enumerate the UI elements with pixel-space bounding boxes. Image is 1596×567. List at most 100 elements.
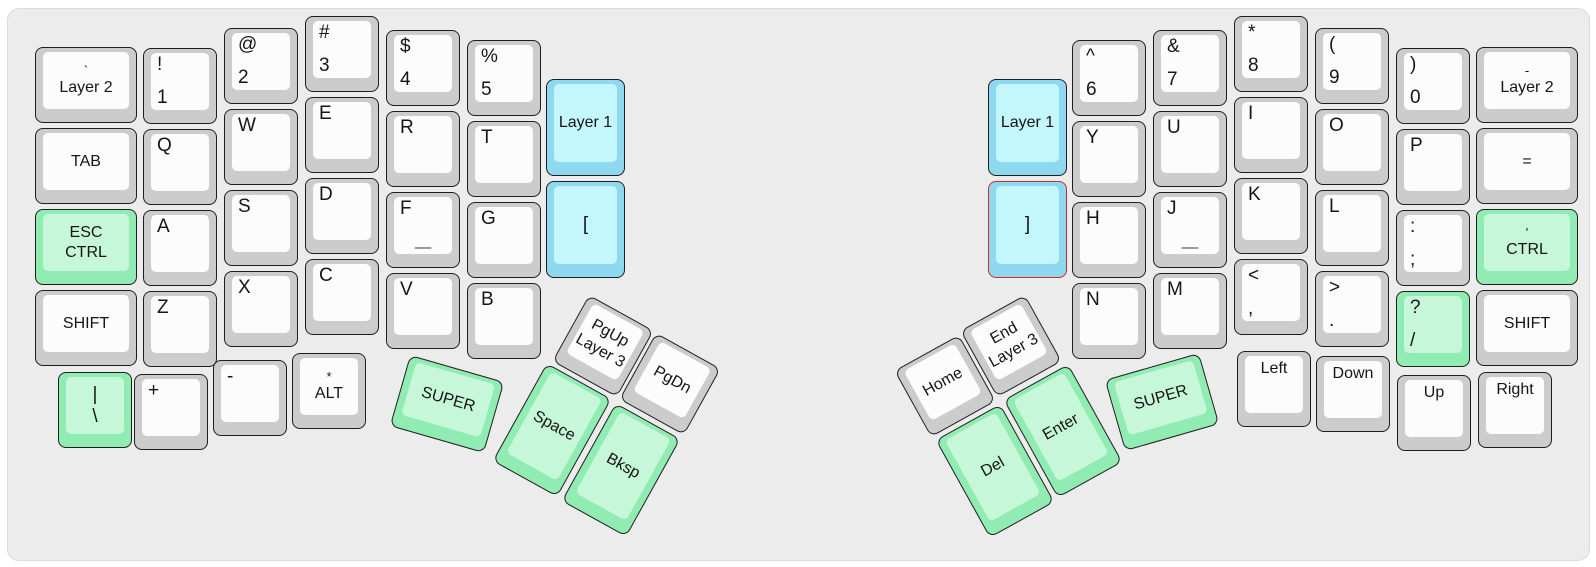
key-c[interactable]: C bbox=[305, 259, 379, 335]
key-layer2-left[interactable]: `Layer 2 bbox=[35, 47, 137, 123]
key-shift-right[interactable]: SHIFT bbox=[1476, 290, 1578, 366]
key-7[interactable]: &7 bbox=[1153, 30, 1227, 106]
key-d[interactable]: D bbox=[305, 178, 379, 254]
key-label: | bbox=[92, 384, 98, 406]
key-0[interactable]: )0 bbox=[1396, 48, 1470, 124]
key-b[interactable]: B bbox=[467, 283, 541, 359]
key-label: Home bbox=[919, 364, 966, 400]
key-w[interactable]: W bbox=[224, 109, 298, 185]
keycap-top: I bbox=[1242, 102, 1300, 159]
key-o[interactable]: O bbox=[1315, 109, 1389, 185]
key-x[interactable]: X bbox=[224, 271, 298, 347]
key-1[interactable]: !1 bbox=[143, 48, 217, 124]
key-p[interactable]: P bbox=[1396, 129, 1470, 205]
key-l[interactable]: L bbox=[1315, 190, 1389, 266]
key-label: E bbox=[319, 103, 332, 124]
key-label: F bbox=[400, 198, 412, 219]
key-layer1-left[interactable]: Layer 1 bbox=[546, 79, 625, 176]
key-label: Right bbox=[1496, 381, 1534, 398]
key-minus[interactable]: - bbox=[213, 360, 287, 436]
key-r[interactable]: R bbox=[386, 111, 460, 187]
key-label: C bbox=[319, 265, 333, 286]
key-layer1-right[interactable]: Layer 1 bbox=[988, 79, 1067, 176]
key-y[interactable]: Y bbox=[1072, 121, 1146, 197]
key-label: CTRL bbox=[65, 243, 107, 261]
key-9[interactable]: (9 bbox=[1315, 28, 1389, 104]
key-2[interactable]: @2 bbox=[224, 28, 298, 104]
key-q[interactable]: Q bbox=[143, 129, 217, 205]
keycap-top: [ bbox=[554, 186, 617, 264]
key-arrow-up[interactable]: Up bbox=[1397, 375, 1471, 451]
key-4[interactable]: $4 bbox=[386, 30, 460, 106]
key-i[interactable]: I bbox=[1234, 97, 1308, 173]
key-g[interactable]: G bbox=[467, 202, 541, 278]
key-alt[interactable]: *ALT bbox=[292, 353, 366, 429]
keycap-top: M bbox=[1161, 278, 1219, 335]
keycap-top: C bbox=[313, 264, 371, 321]
key-u[interactable]: U bbox=[1153, 111, 1227, 187]
key-label: ( bbox=[1329, 34, 1336, 55]
key-equals[interactable]: = bbox=[1476, 128, 1578, 204]
key-8[interactable]: *8 bbox=[1234, 16, 1308, 92]
key-label: 9 bbox=[1329, 66, 1340, 88]
key-label: \ bbox=[92, 405, 98, 427]
key-arrow-down[interactable]: Down bbox=[1316, 356, 1390, 432]
key-layer2-right[interactable]: -Layer 2 bbox=[1476, 47, 1578, 123]
key-label: ; bbox=[1410, 248, 1416, 270]
key-3[interactable]: #3 bbox=[305, 16, 379, 92]
keycap-top: N bbox=[1080, 288, 1138, 345]
key-m[interactable]: M bbox=[1153, 273, 1227, 349]
key-shift-left[interactable]: SHIFT bbox=[35, 290, 137, 366]
keycap-top: |\ bbox=[66, 377, 124, 434]
key-s[interactable]: S bbox=[224, 190, 298, 266]
key-label: Z bbox=[157, 297, 169, 318]
key-semicolon[interactable]: :; bbox=[1396, 210, 1470, 286]
key-t[interactable]: T bbox=[467, 121, 541, 197]
keycap-top: ] bbox=[996, 186, 1059, 264]
key-label: Up bbox=[1423, 384, 1445, 401]
keycap-top: G bbox=[475, 207, 533, 264]
key-f[interactable]: F bbox=[386, 192, 460, 268]
key-6[interactable]: ^6 bbox=[1072, 40, 1146, 116]
key-arrow-right[interactable]: Right bbox=[1478, 372, 1552, 448]
key-label: Space bbox=[530, 407, 579, 445]
key-label: ) bbox=[1410, 54, 1417, 75]
keycap-top: !1 bbox=[151, 53, 209, 110]
key-j[interactable]: J bbox=[1153, 192, 1227, 268]
key-label: . bbox=[1329, 309, 1335, 331]
keycap-top: L bbox=[1323, 195, 1381, 252]
keycap-top: Down bbox=[1324, 361, 1382, 418]
keycap-top: P bbox=[1404, 134, 1462, 191]
keycap-top: A bbox=[151, 215, 209, 272]
key-label: M bbox=[1167, 279, 1183, 300]
key-n[interactable]: N bbox=[1072, 283, 1146, 359]
key-slash[interactable]: ?/ bbox=[1396, 291, 1470, 367]
key-label: I bbox=[1248, 103, 1254, 124]
key-period[interactable]: >. bbox=[1315, 271, 1389, 347]
key-v[interactable]: V bbox=[386, 273, 460, 349]
keycap-top: Layer 1 bbox=[554, 84, 617, 162]
key-z[interactable]: Z bbox=[143, 291, 217, 367]
key-pipe-backslash[interactable]: |\ bbox=[58, 372, 132, 448]
key-arrow-left[interactable]: Left bbox=[1237, 351, 1311, 427]
key-tab[interactable]: TAB bbox=[35, 128, 137, 204]
keycap-top: U bbox=[1161, 116, 1219, 173]
key-label: > bbox=[1329, 277, 1341, 298]
key-label: Q bbox=[157, 135, 172, 156]
key-a[interactable]: A bbox=[143, 210, 217, 286]
key-k[interactable]: K bbox=[1234, 178, 1308, 254]
key-e[interactable]: E bbox=[305, 97, 379, 173]
key-h[interactable]: H bbox=[1072, 202, 1146, 278]
key-plus[interactable]: + bbox=[134, 374, 208, 450]
key-left-bracket[interactable]: [ bbox=[546, 181, 625, 278]
keycap-top: #3 bbox=[313, 21, 371, 78]
key-right-bracket[interactable]: ] bbox=[988, 181, 1067, 278]
key-quote-ctrl[interactable]: 'CTRL bbox=[1476, 209, 1578, 285]
key-comma[interactable]: <, bbox=[1234, 259, 1308, 335]
keycap-top: H bbox=[1080, 207, 1138, 264]
key-5[interactable]: %5 bbox=[467, 40, 541, 116]
key-label: - bbox=[1524, 62, 1530, 78]
keycap-top: R bbox=[394, 116, 452, 173]
key-label: H bbox=[1086, 208, 1100, 229]
